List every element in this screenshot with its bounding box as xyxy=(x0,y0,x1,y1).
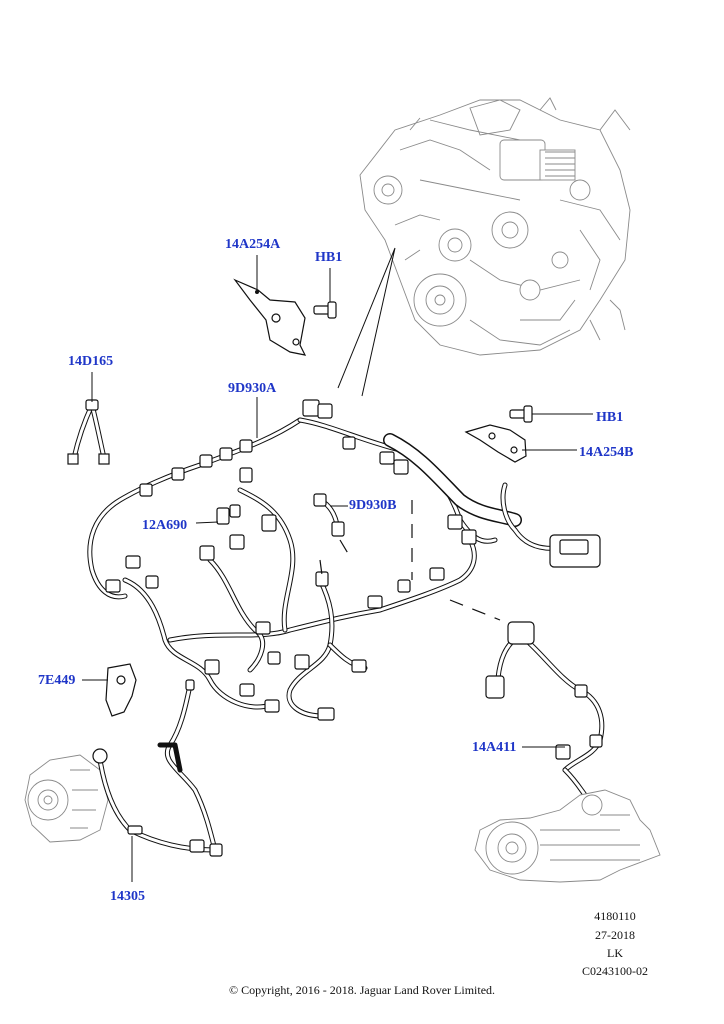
label-7E449[interactable]: 7E449 xyxy=(38,673,76,688)
cable-14305-part xyxy=(92,679,223,857)
lead-14D165-part xyxy=(67,399,110,465)
bracket-14A254B-part xyxy=(464,424,527,463)
dashed-line-9D930B xyxy=(319,539,353,576)
drawing-code: C0243100-02 xyxy=(582,964,648,978)
copyright-notice: © Copyright, 2016 - 2018. Jaguar Land Ro… xyxy=(228,983,496,997)
drawing-initials: LK xyxy=(607,946,623,960)
label-14A254B[interactable]: 14A254B xyxy=(579,445,634,460)
drawing-ref-number: 4180110 xyxy=(594,909,636,923)
harness-9D930A-part xyxy=(87,399,601,721)
bracket-14A254A-part xyxy=(233,278,307,356)
harness-14A411-part xyxy=(485,621,605,798)
alternator-illustration xyxy=(24,754,109,843)
engine-pointer-line xyxy=(337,247,396,397)
label-9D930B[interactable]: 9D930B xyxy=(349,498,397,513)
label-14D165[interactable]: 14D165 xyxy=(68,354,114,369)
label-HB1-top[interactable]: HB1 xyxy=(315,250,343,265)
engine-illustration xyxy=(359,97,631,356)
drawing-date: 27-2018 xyxy=(595,928,635,942)
bolt-HB1-right-part xyxy=(509,405,533,423)
bolt-HB1-top-part xyxy=(313,301,337,319)
dashed-line-turbo xyxy=(449,599,501,621)
sensor-7E449-part xyxy=(105,663,137,717)
label-14A254A[interactable]: 14A254A xyxy=(225,237,281,252)
leader-12A690 xyxy=(195,521,219,524)
label-12A690[interactable]: 12A690 xyxy=(142,518,188,533)
label-14A411[interactable]: 14A411 xyxy=(472,740,517,755)
turbo-illustration xyxy=(474,789,661,883)
connector-12A690-part xyxy=(216,504,241,525)
label-9D930A[interactable]: 9D930A xyxy=(228,381,277,396)
label-HB1-right[interactable]: HB1 xyxy=(596,410,624,425)
harness-9D930B-part xyxy=(313,493,345,537)
label-14305[interactable]: 14305 xyxy=(110,889,145,904)
